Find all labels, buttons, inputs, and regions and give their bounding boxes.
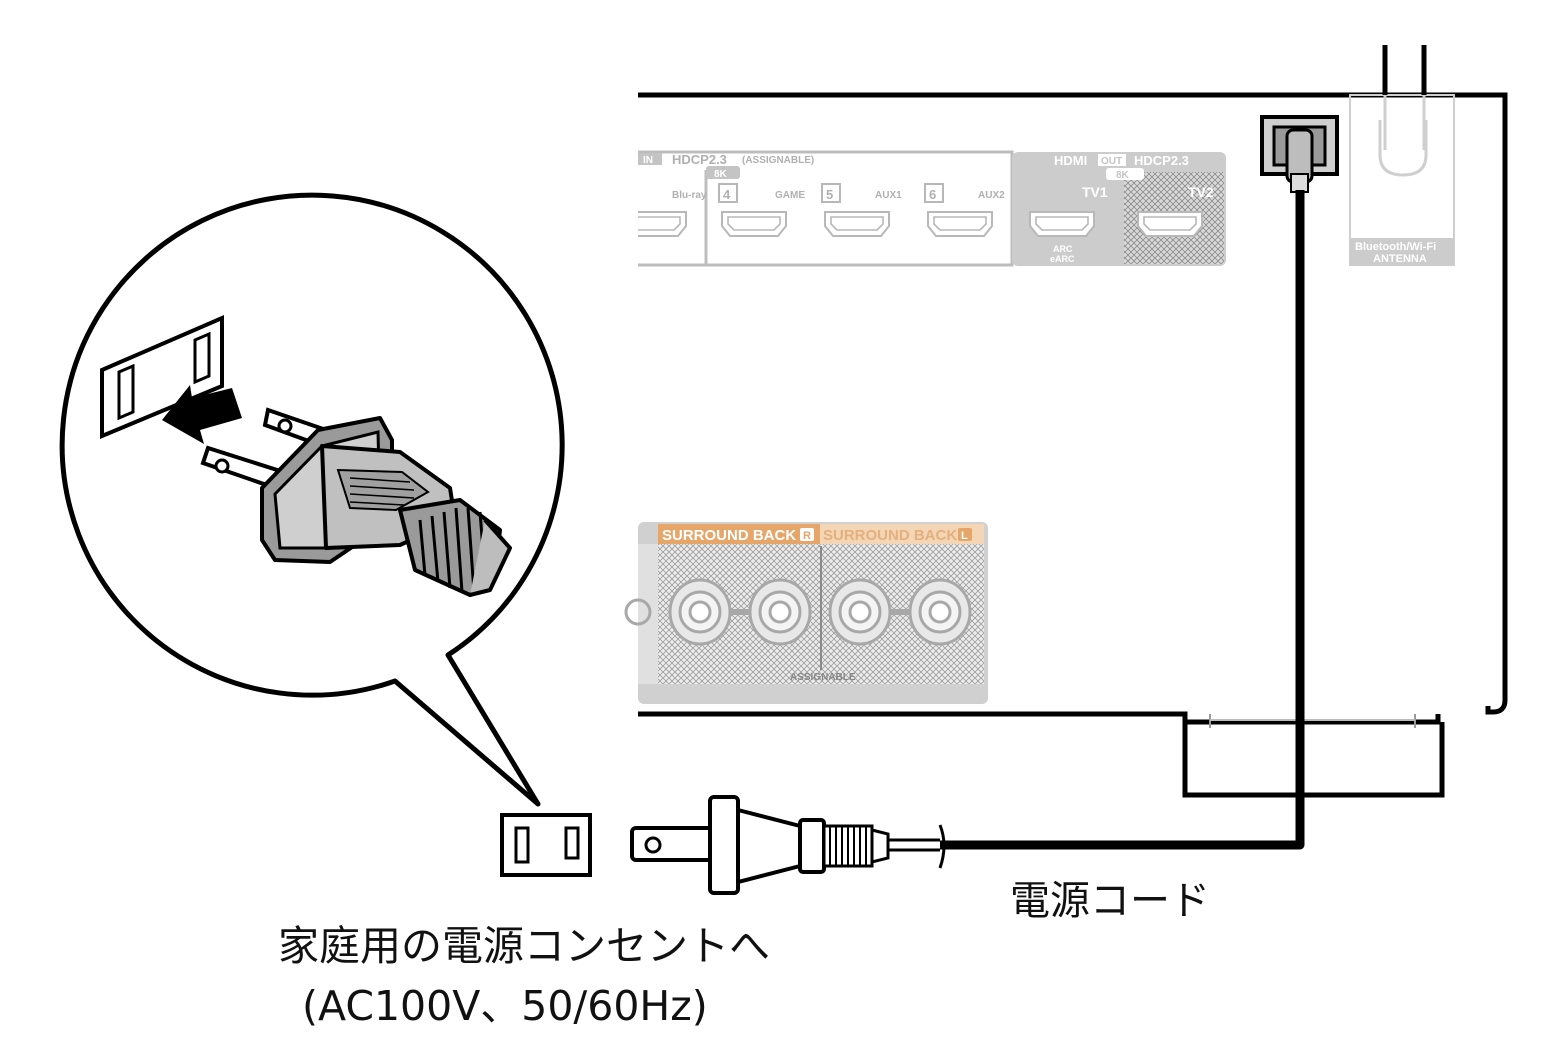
receiver-rear-panel xyxy=(638,92,1508,798)
input-label-bluray: Blu-ray xyxy=(672,190,707,201)
hdmi-out-arc-label: ARC xyxy=(1053,244,1073,254)
input-label-game: GAME xyxy=(775,190,805,201)
hdmi-out-port-tv1 xyxy=(1029,211,1095,237)
hdmi-out-spec: HDCP2.3 xyxy=(1134,153,1189,168)
hdmi-out-tv2-label: TV2 xyxy=(1188,184,1214,200)
hdmi-out-earc-label: eARC xyxy=(1050,254,1075,264)
hdmi-in-port-4 xyxy=(721,211,787,237)
power-cord-label: 電源コード xyxy=(1010,878,1210,924)
surround-back-r-label: SURROUND BACK xyxy=(662,527,796,544)
power-plug xyxy=(630,795,946,895)
hdmi-in-tag: IN xyxy=(643,155,653,166)
hdmi-in-spec: HDCP2.3 xyxy=(672,152,727,167)
surround-l-badge: L xyxy=(961,530,968,542)
input-label-aux1: AUX1 xyxy=(875,190,902,201)
surround-back-l-label: SURROUND BACK xyxy=(823,527,957,544)
hdmi-out-tag: OUT xyxy=(1101,156,1122,167)
antenna-label-line1: Bluetooth/Wi-Fi xyxy=(1355,241,1436,253)
surround-back-block: SURROUND BACK R SURROUND BACK L ASSIGNAB… xyxy=(624,522,988,704)
hdmi-in-block: IN HDCP2.3 (ASSIGNABLE) 8K Blu-ray 4 GAM… xyxy=(638,150,1014,267)
wall-outlet xyxy=(500,813,592,877)
binding-post-l-minus xyxy=(908,578,972,646)
binding-post-r-minus xyxy=(748,578,812,646)
zoom-plug xyxy=(200,407,512,597)
hdmi-out-title: HDMI xyxy=(1054,153,1087,168)
hdmi-in-assignable: (ASSIGNABLE) xyxy=(742,155,814,166)
hdmi-in-port-5 xyxy=(824,211,890,237)
hdmi-in-port-bluray xyxy=(638,211,687,237)
binding-post-l-plus xyxy=(828,578,892,646)
outlet-label-line1: 家庭用の電源コンセントへ xyxy=(278,922,770,970)
surround-assignable-label: ASSIGNABLE xyxy=(790,672,856,683)
antenna-block: Bluetooth/Wi-Fi ANTENNA xyxy=(1349,45,1455,266)
hdmi-out-port-tv2 xyxy=(1137,211,1203,237)
power-cord xyxy=(940,190,1305,850)
ac-inlet xyxy=(1260,115,1339,193)
surround-r-badge: R xyxy=(803,530,811,542)
input-num-6: 6 xyxy=(929,187,936,202)
insert-arrow-icon xyxy=(162,385,242,444)
input-label-aux2: AUX2 xyxy=(978,190,1005,201)
antenna-label-line2: ANTENNA xyxy=(1373,253,1427,265)
outlet-label-line2: (AC100V、50/60Hz) xyxy=(302,982,708,1030)
input-num-5: 5 xyxy=(826,187,833,202)
hdmi-in-port-6 xyxy=(927,211,993,237)
hdmi-out-block: HDMI OUT HDCP2.3 8K TV1 TV2 ARC eARC xyxy=(1012,152,1226,266)
binding-post-r-plus xyxy=(668,578,732,646)
hdmi-out-tv1-label: TV1 xyxy=(1082,184,1108,200)
zoom-outlet xyxy=(100,314,224,439)
input-num-4: 4 xyxy=(723,187,731,202)
hdmi-out-8k-tag: 8K xyxy=(1116,170,1130,181)
hdmi-in-8k-tag: 8K xyxy=(714,169,728,180)
